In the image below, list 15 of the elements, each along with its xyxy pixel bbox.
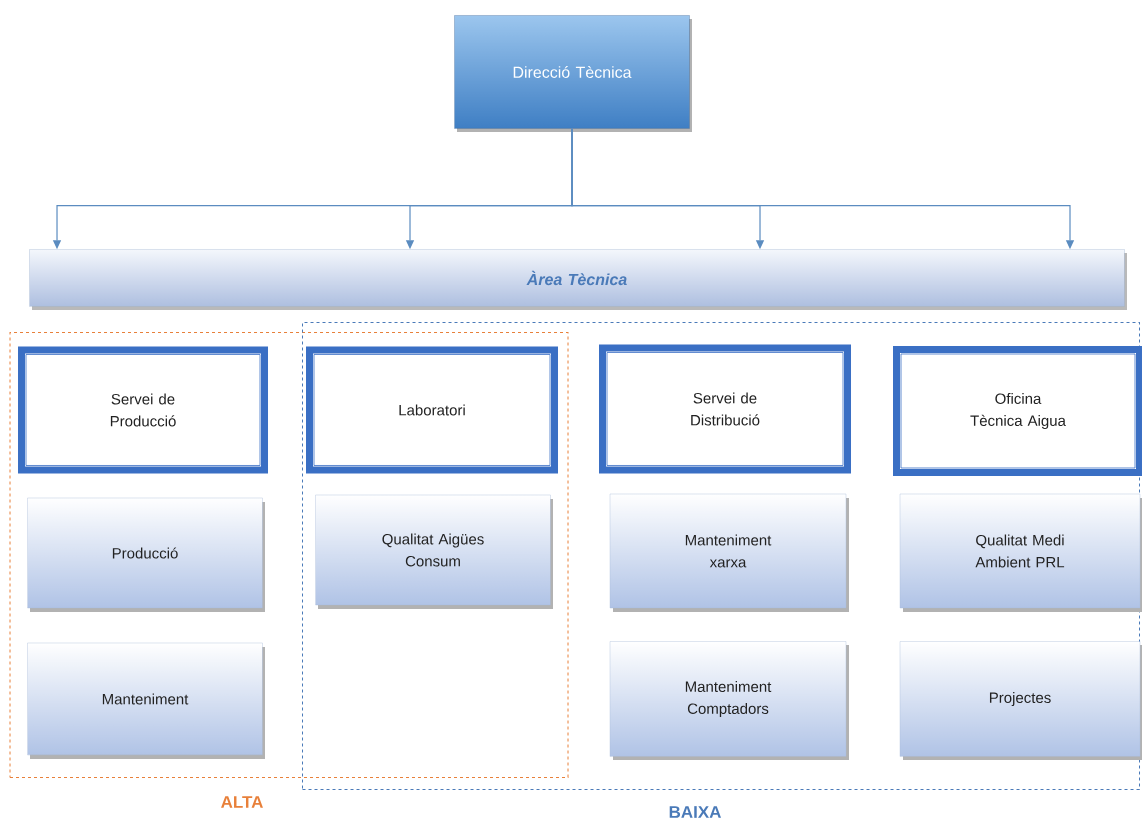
service-box: Servei de Producció: [18, 346, 268, 474]
area-band: Àrea Tècnica: [29, 249, 1127, 310]
service-box: Laboratori: [306, 346, 558, 474]
director-box: Direcció Tècnica: [454, 15, 692, 132]
unit-box: Manteniment Comptadors: [609, 641, 849, 760]
service-box: Oficina Tècnica Aigua: [893, 346, 1142, 476]
unit-box: Manteniment: [27, 642, 265, 759]
unit-box: Qualitat Medi Ambient PRL: [899, 493, 1142, 612]
unit-box: Projectes: [899, 641, 1142, 760]
unit-box: Qualitat Aigües Consum: [315, 494, 553, 609]
service-box: Servei de Distribució: [599, 344, 851, 474]
unit-box: Producció: [27, 497, 265, 612]
group-label: BAIXA: [669, 806, 721, 818]
unit-box: Manteniment xarxa: [609, 493, 849, 612]
group-label: ALTA: [221, 796, 263, 808]
